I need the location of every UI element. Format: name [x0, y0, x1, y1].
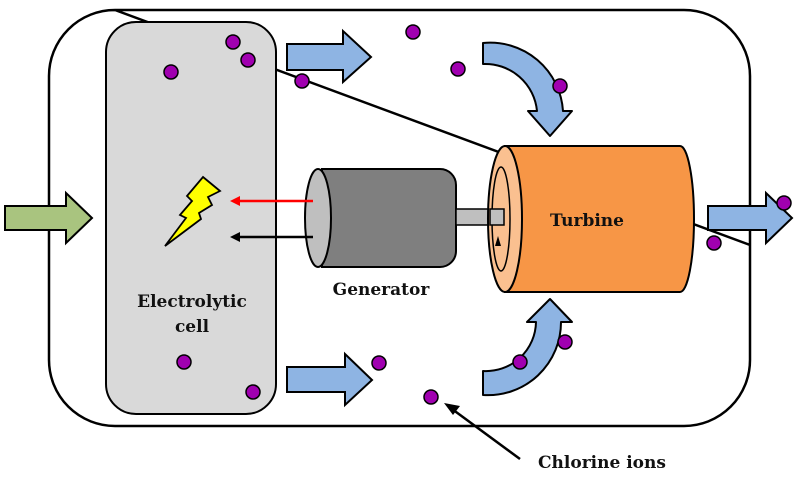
- ion-dot: [240, 52, 256, 68]
- generator-label: Generator: [333, 280, 431, 300]
- turbine-label: Turbine: [550, 211, 624, 231]
- ion-dot: [552, 78, 568, 94]
- ion-dot: [176, 354, 192, 370]
- generator-body: [321, 168, 457, 268]
- ion-dot: [706, 235, 722, 251]
- black-arrow: [230, 232, 313, 242]
- ion-dot: [245, 384, 261, 400]
- curved-arrow-top: [482, 41, 573, 137]
- electrolytic-cell-label-line2: cell: [175, 317, 210, 337]
- chlorine-pointer-arrow: [444, 403, 521, 461]
- red-arrowhead-icon: [230, 196, 240, 206]
- black-arrowhead-icon: [230, 232, 240, 242]
- electrolytic-cell-label-line1: Electrolytic: [137, 292, 247, 312]
- outlet-arrow: [707, 190, 794, 246]
- pointer-arrowhead-icon: [444, 403, 460, 415]
- ion-dot: [163, 64, 179, 80]
- flow-arrow-bottom: [286, 351, 374, 408]
- lightning-bolt-icon: [164, 175, 222, 247]
- ion-dot: [371, 355, 387, 371]
- ion-dot: [450, 61, 466, 77]
- generator-face: [304, 168, 332, 268]
- chlorine-ions-label: Chlorine ions: [538, 453, 666, 473]
- ion-dot: [557, 334, 573, 350]
- chlorine-ions: [163, 24, 792, 405]
- ion-dot: [225, 34, 241, 50]
- ion-dot: [512, 354, 528, 370]
- curved-arrow-bottom: [482, 298, 573, 397]
- shaft-end: [489, 208, 505, 226]
- inlet-arrow: [4, 190, 94, 246]
- ion-dot: [294, 73, 310, 89]
- ion-dot: [776, 195, 792, 211]
- turbine: [487, 145, 695, 293]
- generator: [304, 168, 457, 268]
- ion-dot: [405, 24, 421, 40]
- red-arrow: [230, 196, 313, 206]
- flow-arrow-top: [286, 28, 373, 85]
- ion-dot: [423, 389, 439, 405]
- rotation-arrowhead-icon: [495, 236, 501, 246]
- turbine-face: [487, 145, 523, 293]
- turbine-body: [504, 145, 695, 293]
